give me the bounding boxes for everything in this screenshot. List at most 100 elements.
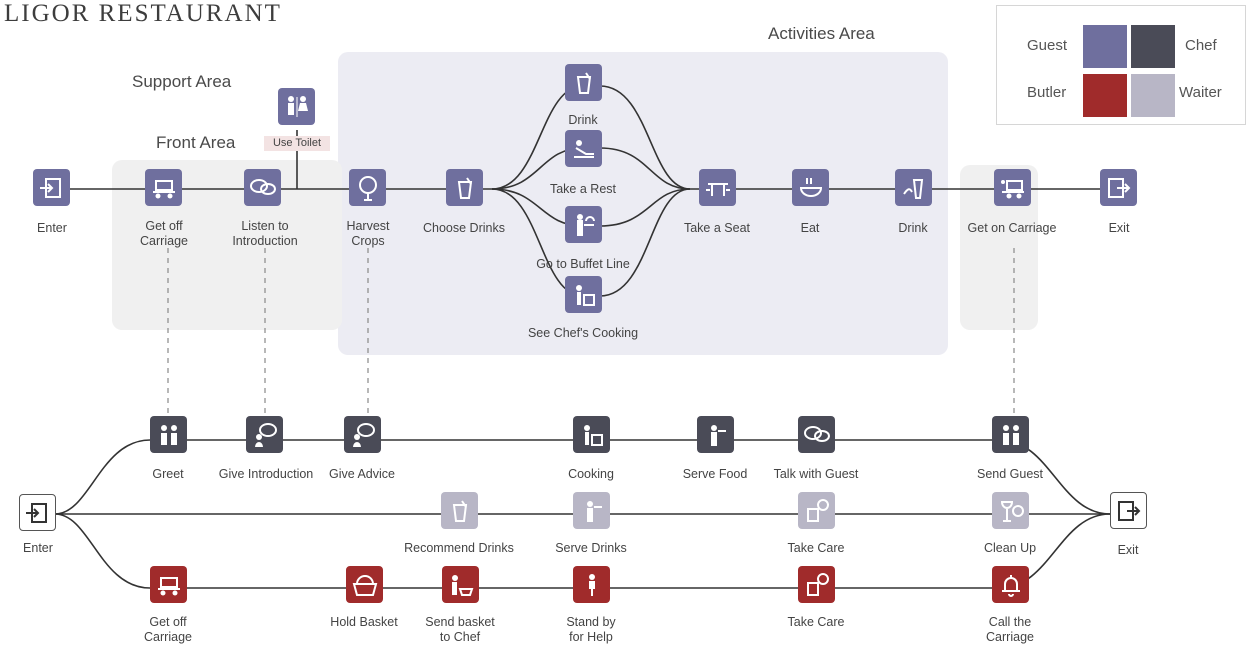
- legend-waiter-label: Waiter: [1179, 84, 1222, 101]
- serve-food-label: Serve Food: [682, 467, 748, 481]
- choose-drinks-node: [446, 169, 483, 206]
- buffet-line-label: Go to Buffet Line: [536, 257, 630, 271]
- drink-icon: [457, 176, 472, 199]
- legend-butler-label: Butler: [1027, 84, 1067, 101]
- stand-by-label: Stand by for Help: [566, 615, 616, 644]
- serve-food-node: [697, 416, 734, 453]
- activities-area-zone: [338, 52, 948, 355]
- listen-introduction-node: [244, 169, 281, 206]
- chef-icon: [575, 284, 595, 306]
- give-introduction-node: [246, 416, 283, 453]
- carriage-icon: [152, 179, 175, 198]
- speech-bubbles-icon: [249, 178, 276, 195]
- call-carriage-node: [992, 566, 1029, 603]
- carriage-icon: [157, 576, 180, 595]
- waiter-take-care-label: Take Care: [787, 541, 845, 555]
- see-chef-cooking-node: [565, 276, 602, 313]
- use-toilet-node: [278, 88, 315, 125]
- drink-icon: [452, 499, 467, 522]
- legend-chef-label: Chef: [1185, 37, 1217, 54]
- get-off-carriage-node: [145, 169, 182, 206]
- waiter-take-care-node: [798, 492, 835, 529]
- enter-node: [33, 169, 70, 206]
- enter-label: Enter: [37, 221, 67, 235]
- take-rest-label: Take a Rest: [549, 182, 616, 196]
- talk-with-guest-label: Talk with Guest: [773, 467, 859, 481]
- staff-exit-node: [1110, 492, 1147, 529]
- choose-drinks-label: Choose Drinks: [423, 221, 505, 235]
- cooking-node: [573, 416, 610, 453]
- drink-label: Drink: [898, 221, 928, 235]
- reclining-person-icon: [573, 139, 594, 158]
- harvest-crops-node: [349, 169, 386, 206]
- restaurant-title: LIGOR RESTAURANT: [4, 0, 282, 27]
- take-seat-node: [699, 169, 736, 206]
- activities-area-label: Activities Area: [768, 24, 875, 43]
- take-seat-label: Take a Seat: [683, 221, 750, 235]
- table-icon: [705, 182, 730, 196]
- exit-icon: [1107, 177, 1130, 198]
- person-icon: [1002, 424, 1019, 445]
- carriage-icon: [1000, 179, 1024, 198]
- staff-exit-label: Exit: [1117, 543, 1139, 557]
- enter-icon: [39, 177, 61, 198]
- exit-label: Exit: [1108, 221, 1130, 235]
- speech-bubbles-icon: [803, 425, 830, 442]
- call-carriage-label: Call the Carriage: [986, 615, 1034, 644]
- drink-node: [895, 169, 932, 206]
- speech-bubbles-icon: [352, 422, 375, 447]
- butler-get-off-carriage-label: Get off Carriage: [144, 615, 192, 644]
- hold-basket-node: [346, 566, 383, 603]
- drink-branch-node: [565, 64, 602, 101]
- greet-label: Greet: [152, 467, 184, 481]
- drink-icon: [902, 178, 923, 199]
- teapot-icon: [806, 498, 829, 522]
- give-advice-node: [344, 416, 381, 453]
- give-advice-label: Give Advice: [328, 467, 395, 481]
- legend-butler-swatch: [1083, 74, 1127, 117]
- staff-enter-node: [19, 494, 56, 531]
- buffet-line-node: [565, 206, 602, 243]
- recommend-drinks-label: Recommend Drinks: [404, 541, 514, 555]
- wine-glass-icon: [1000, 500, 1024, 522]
- buffet-icon: [576, 213, 595, 236]
- enter-icon: [25, 502, 47, 523]
- hold-basket-label: Hold Basket: [330, 615, 398, 629]
- basket-icon: [451, 574, 473, 596]
- staff-enter-label: Enter: [23, 541, 53, 555]
- see-chef-cooking-label: See Chef's Cooking: [527, 326, 639, 340]
- bowl-icon: [799, 177, 822, 197]
- talk-with-guest-node: [798, 416, 835, 453]
- drink-icon: [576, 71, 591, 94]
- cooking-label: Cooking: [568, 467, 614, 481]
- legend-waiter-swatch: [1131, 74, 1175, 117]
- person-icon: [710, 424, 726, 446]
- butler-get-off-carriage-node: [150, 566, 187, 603]
- give-introduction-label: Give Introduction: [218, 467, 314, 481]
- stand-by-node: [573, 566, 610, 603]
- basket-icon: [352, 574, 377, 596]
- speech-bubbles-icon: [254, 422, 277, 447]
- front-area-label: Front Area: [156, 133, 236, 152]
- butler-take-care-label: Take Care: [787, 615, 845, 629]
- send-basket-label: Send basket to Chef: [425, 615, 495, 644]
- eat-node: [792, 169, 829, 206]
- clean-up-label: Clean Up: [983, 541, 1037, 555]
- legend-chef-swatch: [1131, 25, 1175, 68]
- support-area-label: Support Area: [132, 72, 232, 91]
- serve-drinks-label: Serve Drinks: [555, 541, 627, 555]
- exit-icon: [1117, 500, 1140, 521]
- chef-icon: [583, 424, 603, 446]
- get-off-carriage-label: Get off Carriage: [140, 219, 188, 248]
- get-on-carriage-label: Get on Carriage: [967, 221, 1057, 235]
- person-icon: [160, 424, 177, 445]
- bell-icon: [1001, 574, 1020, 597]
- serve-drinks-node: [573, 492, 610, 529]
- use-toilet-label: Use Toilet: [264, 136, 330, 151]
- send-basket-node: [442, 566, 479, 603]
- send-guest-node: [992, 416, 1029, 453]
- recommend-drinks-node: [441, 492, 478, 529]
- send-guest-label: Send Guest: [976, 467, 1043, 481]
- eat-label: Eat: [800, 221, 820, 235]
- person-icon: [588, 573, 595, 596]
